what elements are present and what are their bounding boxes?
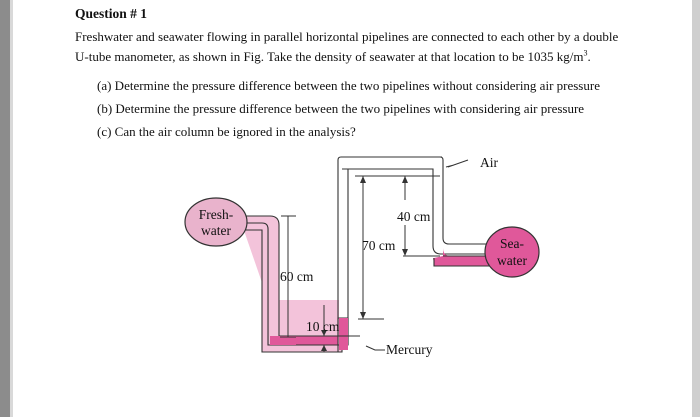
question-part-c: (c) Can the air column be ignored in the… — [97, 124, 356, 139]
air-tube-wall — [342, 156, 442, 170]
question-body-line-2: U-tube manometer, as shown in Fig. Take … — [75, 47, 660, 67]
dimension-label-60cm: 60 cm — [280, 269, 314, 284]
question-body: Freshwater and seawater flowing in paral… — [75, 27, 660, 67]
mercury-label: Mercury — [386, 342, 433, 357]
question-body-line-2-text: U-tube manometer, as shown in Fig. Take … — [75, 49, 584, 64]
seawater-label-line-2: water — [497, 253, 527, 268]
question-body-period: . — [587, 49, 591, 64]
density-unit-exponent: 3 — [583, 48, 588, 58]
dimension-lines — [280, 159, 469, 352]
document-page — [13, 0, 692, 417]
question-part-a: (a) Determine the pressure difference be… — [97, 78, 600, 93]
air-label: Air — [480, 155, 499, 170]
dimension-label-40cm: 40 cm — [397, 209, 431, 224]
manometer-liquid-left — [240, 215, 349, 353]
question-parts: (a) Determine the pressure difference be… — [97, 74, 600, 143]
question-part-b: (b) Determine the pressure difference be… — [97, 101, 585, 116]
dimension-label-70cm: 70 cm — [362, 238, 396, 253]
dimension-arrows — [321, 176, 408, 351]
question-title: Question # 1 — [75, 6, 148, 21]
seawater-bulb: Sea- water — [484, 226, 540, 278]
manometer-right-leg — [337, 156, 496, 353]
dimension-label-10cm: 10 cm — [306, 319, 340, 334]
left-window-edge-highlight — [10, 0, 13, 417]
freshwater-bulb: Fresh- water — [184, 197, 248, 247]
question-body-line-1: Freshwater and seawater flowing in paral… — [75, 29, 619, 44]
freshwater-label-line-1: Fresh- — [199, 207, 234, 222]
right-window-edge — [692, 0, 700, 417]
seawater-label-line-1: Sea- — [500, 236, 524, 251]
left-window-edge — [0, 0, 10, 417]
freshwater-label-line-2: water — [201, 223, 231, 238]
